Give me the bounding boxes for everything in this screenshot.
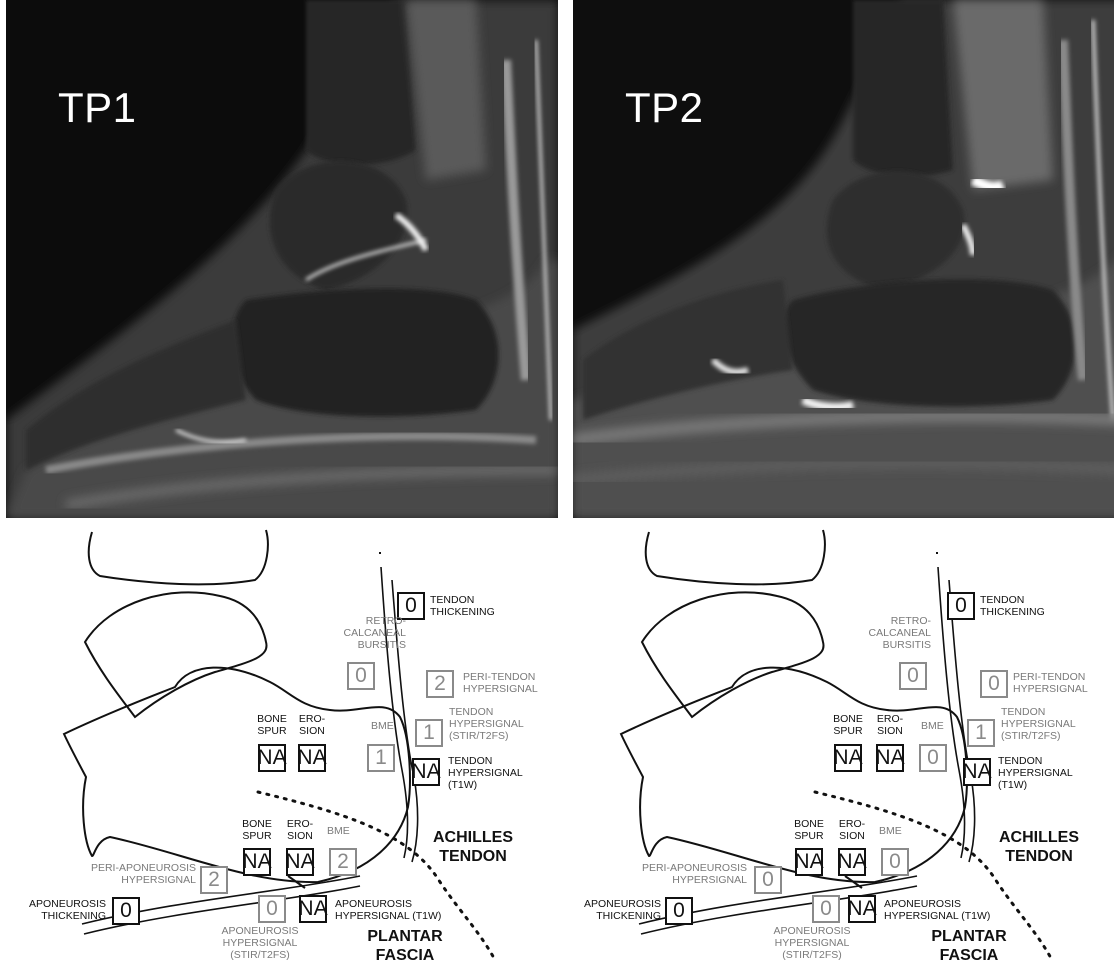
label-aponeurosis-thickening: APONEUROSIS THICKENING bbox=[10, 898, 106, 922]
label-aponeurosis-hypersignal-t1w: APONEUROSIS HYPERSIGNAL (T1W) bbox=[335, 898, 441, 922]
score-calc-erosion: NA bbox=[298, 744, 326, 772]
score-tendon-thickening: 0 bbox=[947, 592, 975, 620]
score-calc-bone-spur: NA bbox=[258, 744, 286, 772]
label-pf-bme: BME bbox=[879, 825, 902, 837]
label-tendon-hypersignal-t1w: TENDON HYPERSIGNAL (T1W) bbox=[998, 755, 1073, 791]
label-pf-bone-spur: BONE SPUR bbox=[237, 818, 277, 842]
score-pf-bme: 2 bbox=[329, 848, 357, 876]
label-calc-bme: BME bbox=[921, 720, 944, 732]
score-pf-bone-spur: NA bbox=[243, 848, 271, 876]
score-peri-tendon-hypersignal: 0 bbox=[980, 670, 1008, 698]
label-achilles-tendon: ACHILLES TENDON bbox=[418, 828, 528, 866]
schematic-tp1: 0 TENDON THICKENING RETRO- CALCANEAL BUR… bbox=[0, 522, 557, 970]
score-peri-aponeurosis-hypersignal: 0 bbox=[754, 866, 782, 894]
tp2-label: TP2 bbox=[625, 84, 704, 132]
label-retrocalcaneal-bursitis: RETRO- CALCANEAL BURSITIS bbox=[310, 615, 406, 651]
score-aponeurosis-hypersignal-t1w: NA bbox=[299, 895, 327, 923]
label-achilles-tendon: ACHILLES TENDON bbox=[984, 828, 1094, 866]
label-tendon-thickening: TENDON THICKENING bbox=[980, 594, 1045, 618]
label-calc-erosion: ERO- SION bbox=[292, 713, 332, 737]
mri-panel-tp2: TP2 bbox=[573, 0, 1114, 518]
label-aponeurosis-hypersignal-t1w: APONEUROSIS HYPERSIGNAL (T1W) bbox=[884, 898, 990, 922]
score-pf-bone-spur: NA bbox=[795, 848, 823, 876]
score-aponeurosis-thickening: 0 bbox=[112, 897, 140, 925]
score-aponeurosis-hypersignal-stir: 0 bbox=[812, 895, 840, 923]
label-aponeurosis-hypersignal-stir: APONEUROSIS HYPERSIGNAL (STIR/T2FS) bbox=[200, 925, 320, 961]
label-calc-erosion: ERO- SION bbox=[870, 713, 910, 737]
score-pf-erosion: NA bbox=[838, 848, 866, 876]
score-tendon-hypersignal-t1w: NA bbox=[412, 758, 440, 786]
label-tendon-hypersignal-stir: TENDON HYPERSIGNAL (STIR/T2FS) bbox=[1001, 706, 1076, 742]
score-calc-bone-spur: NA bbox=[834, 744, 862, 772]
score-peri-aponeurosis-hypersignal: 2 bbox=[200, 866, 228, 894]
score-pf-erosion: NA bbox=[286, 848, 314, 876]
score-tendon-hypersignal-stir: 1 bbox=[415, 719, 443, 747]
label-peri-tendon-hypersignal: PERI-TENDON HYPERSIGNAL bbox=[463, 671, 538, 695]
label-tendon-hypersignal-stir: TENDON HYPERSIGNAL (STIR/T2FS) bbox=[449, 706, 524, 742]
mri-image-tp1 bbox=[6, 0, 558, 518]
mri-panel-tp1: TP1 bbox=[6, 0, 558, 518]
label-aponeurosis-thickening: APONEUROSIS THICKENING bbox=[565, 898, 661, 922]
score-aponeurosis-hypersignal-stir: 0 bbox=[258, 895, 286, 923]
label-calc-bone-spur: BONE SPUR bbox=[828, 713, 868, 737]
score-pf-bme: 0 bbox=[881, 848, 909, 876]
score-retrocalcaneal-bursitis: 0 bbox=[899, 662, 927, 690]
schematic-tp2: 0 TENDON THICKENING RETRO- CALCANEAL BUR… bbox=[557, 522, 1114, 970]
label-calc-bme: BME bbox=[371, 720, 394, 732]
score-calc-erosion: NA bbox=[876, 744, 904, 772]
label-peri-aponeurosis-hypersignal: PERI-APONEUROSIS HYPERSIGNAL bbox=[611, 862, 747, 886]
score-aponeurosis-hypersignal-t1w: NA bbox=[848, 895, 876, 923]
label-peri-aponeurosis-hypersignal: PERI-APONEUROSIS HYPERSIGNAL bbox=[60, 862, 196, 886]
score-peri-tendon-hypersignal: 2 bbox=[426, 670, 454, 698]
label-plantar-fascia: PLANTAR FASCIA bbox=[914, 927, 1024, 965]
score-calc-bme: 1 bbox=[367, 744, 395, 772]
label-aponeurosis-hypersignal-stir: APONEUROSIS HYPERSIGNAL (STIR/T2FS) bbox=[752, 925, 872, 961]
score-calc-bme: 0 bbox=[919, 744, 947, 772]
label-calc-bone-spur: BONE SPUR bbox=[252, 713, 292, 737]
label-peri-tendon-hypersignal: PERI-TENDON HYPERSIGNAL bbox=[1013, 671, 1088, 695]
score-tendon-hypersignal-t1w: NA bbox=[963, 758, 991, 786]
label-pf-erosion: ERO- SION bbox=[280, 818, 320, 842]
label-tendon-hypersignal-t1w: TENDON HYPERSIGNAL (T1W) bbox=[448, 755, 523, 791]
label-pf-bme: BME bbox=[327, 825, 350, 837]
label-retrocalcaneal-bursitis: RETRO- CALCANEAL BURSITIS bbox=[835, 615, 931, 651]
mri-image-tp2 bbox=[573, 0, 1114, 518]
label-pf-bone-spur: BONE SPUR bbox=[789, 818, 829, 842]
tp1-label: TP1 bbox=[58, 84, 137, 132]
score-retrocalcaneal-bursitis: 0 bbox=[347, 662, 375, 690]
label-pf-erosion: ERO- SION bbox=[832, 818, 872, 842]
score-aponeurosis-thickening: 0 bbox=[665, 897, 693, 925]
label-plantar-fascia: PLANTAR FASCIA bbox=[350, 927, 460, 965]
score-tendon-hypersignal-stir: 1 bbox=[967, 719, 995, 747]
label-tendon-thickening: TENDON THICKENING bbox=[430, 594, 495, 618]
